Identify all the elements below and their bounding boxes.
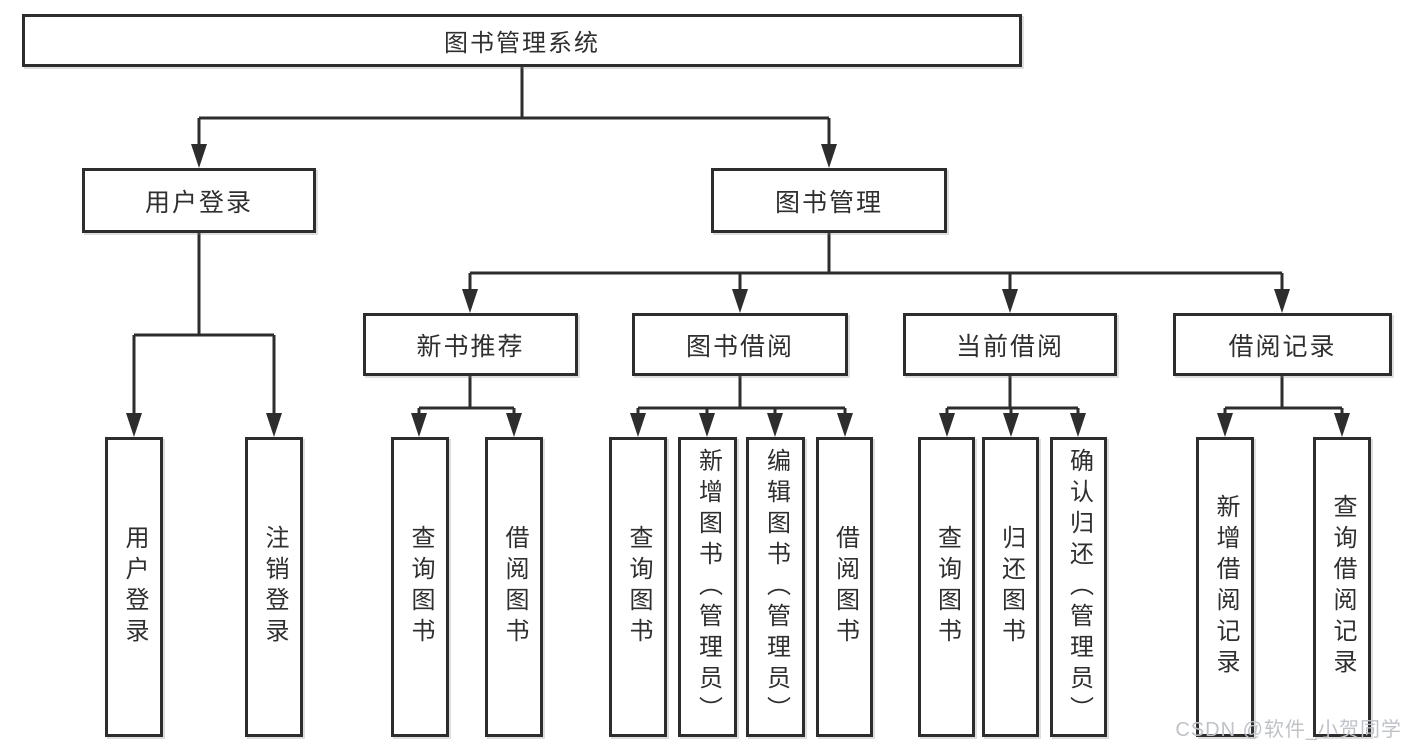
leaf-edit-book-admin: 编辑图书（管理员） <box>746 437 805 737</box>
leaf-return-books: 归还图书 <box>982 437 1039 737</box>
root-node-library-management-system: 图书管理系统 <box>22 14 1022 67</box>
leaf-query-books-borrowing: 查询图书 <box>609 437 667 737</box>
leaf-add-borrow-record: 新增借阅记录 <box>1196 437 1254 737</box>
category-borrowing-records: 借阅记录 <box>1173 313 1392 376</box>
leaf-query-books-recommend: 查询图书 <box>391 437 449 737</box>
csdn-watermark: CSDN @软件_小贺同学 <box>1175 719 1402 741</box>
leaf-borrow-books-recommend: 借阅图书 <box>485 437 543 737</box>
leaf-user-login: 用户登录 <box>105 437 163 737</box>
leaf-query-borrow-record: 查询借阅记录 <box>1313 437 1371 737</box>
category-current-borrowing: 当前借阅 <box>903 313 1117 376</box>
leaf-add-book-admin: 新增图书（管理员） <box>678 437 737 737</box>
category-book-borrowing: 图书借阅 <box>632 313 848 376</box>
leaf-borrow-books: 借阅图书 <box>816 437 873 737</box>
leaf-logout: 注销登录 <box>245 437 303 737</box>
category-new-book-recommend: 新书推荐 <box>363 313 578 376</box>
branch-book-management: 图书管理 <box>711 168 947 233</box>
leaf-query-books-current: 查询图书 <box>918 437 975 737</box>
leaf-confirm-return-admin: 确认归还（管理员） <box>1050 437 1107 737</box>
branch-user-login: 用户登录 <box>82 168 316 233</box>
